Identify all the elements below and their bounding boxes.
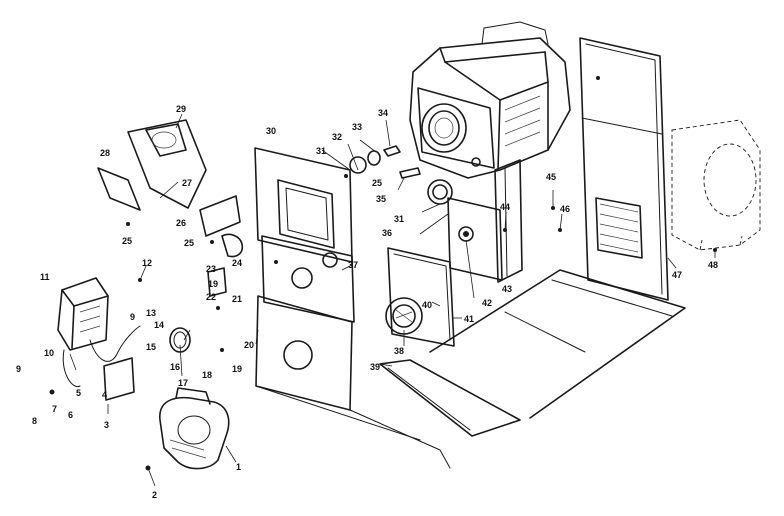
callout-9-right: 9: [130, 312, 135, 322]
leader-lines: [69, 113, 716, 487]
callout-28: 28: [100, 148, 110, 158]
flue-collector: [494, 159, 523, 283]
callout-25-mid: 25: [184, 238, 194, 248]
callout-1: 1: [236, 462, 241, 472]
middle-panel: [261, 235, 355, 323]
callout-labels: 1 2 3 4 5 6 7 8 9 9 10 11 12 13 14 15 16…: [16, 104, 718, 500]
front-access-panel: [255, 295, 353, 411]
baffle-plates: [97, 167, 241, 237]
callout-38: 38: [394, 346, 404, 356]
callout-4: 4: [102, 390, 107, 400]
callout-35: 35: [376, 194, 386, 204]
combustion-chamber-panel: [427, 179, 503, 281]
base-pan: [379, 269, 686, 437]
callout-25-left: 25: [122, 236, 132, 246]
callout-6: 6: [68, 410, 73, 420]
callout-29: 29: [176, 104, 186, 114]
callout-48: 48: [708, 260, 718, 270]
rear-cabinet-panel: [579, 37, 669, 301]
callout-47: 47: [672, 270, 682, 280]
control-box: [57, 277, 109, 351]
callout-34: 34: [378, 108, 388, 118]
callout-39: 39: [370, 362, 380, 372]
callout-2: 2: [152, 490, 157, 500]
callout-3: 3: [104, 420, 109, 430]
callout-8: 8: [32, 416, 37, 426]
callout-42: 42: [482, 298, 492, 308]
callout-31-top: 31: [316, 146, 326, 156]
callout-14: 14: [154, 320, 164, 330]
callout-20: 20: [244, 340, 254, 350]
callout-12: 12: [142, 258, 152, 268]
callout-26: 26: [176, 218, 186, 228]
callout-46: 46: [560, 204, 570, 214]
burner-assembly: [385, 247, 455, 347]
callout-36: 36: [382, 228, 392, 238]
callout-10: 10: [44, 348, 54, 358]
heat-exchanger: [409, 21, 571, 179]
callout-45: 45: [546, 172, 556, 182]
callout-19-upper: 19: [208, 279, 218, 289]
intake-duct: [127, 119, 207, 209]
callout-27: 27: [182, 178, 192, 188]
fasteners: [49, 174, 717, 471]
callout-31-mid: 31: [394, 214, 404, 224]
callout-33: 33: [352, 122, 362, 132]
callout-43: 43: [502, 284, 512, 294]
front-cabinet-frame: [254, 147, 353, 268]
callout-11: 11: [40, 272, 50, 282]
callout-7: 7: [52, 404, 57, 414]
callout-44: 44: [500, 202, 510, 212]
callout-40: 40: [422, 300, 432, 310]
filter-rail: [255, 385, 451, 469]
callout-24: 24: [232, 258, 242, 268]
mounting-bracket: [207, 233, 244, 297]
callout-19-lower: 19: [232, 364, 242, 374]
callout-32: 32: [332, 132, 342, 142]
callout-23: 23: [206, 264, 216, 274]
wiring-harness: [62, 325, 141, 401]
callout-17: 17: [178, 378, 188, 388]
callout-37: 37: [348, 260, 358, 270]
callout-25-right: 25: [372, 178, 382, 188]
callout-30: 30: [266, 126, 276, 136]
callout-9-left: 9: [16, 364, 21, 374]
small-gasket-rings: [349, 145, 421, 179]
callout-13: 13: [146, 308, 156, 318]
callout-5: 5: [76, 388, 81, 398]
callout-15: 15: [146, 342, 156, 352]
callout-16: 16: [170, 362, 180, 372]
callout-41: 41: [464, 314, 474, 324]
gas-valve-motor: [159, 387, 230, 470]
blower-housing: [671, 119, 761, 251]
callout-21: 21: [232, 294, 242, 304]
callout-18: 18: [202, 370, 212, 380]
callout-22: 22: [206, 292, 216, 302]
